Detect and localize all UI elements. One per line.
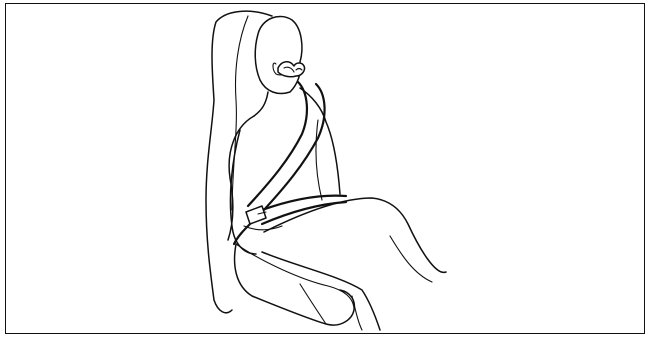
occupant-upper-arm [230, 130, 256, 254]
occupant-head [255, 16, 302, 93]
occupant-thigh-bottom [262, 252, 380, 330]
belt-buckle [246, 206, 266, 224]
shoulder-belt-inner [248, 82, 307, 206]
occupant-knee [390, 236, 432, 282]
occupant-thigh-top [264, 198, 446, 272]
buckle-strap [234, 224, 250, 244]
occupant-neck [254, 92, 268, 116]
seat-cushion-fold [300, 284, 326, 324]
seat-cushion [235, 244, 355, 325]
seat-backrest-inner-edge [232, 16, 248, 210]
